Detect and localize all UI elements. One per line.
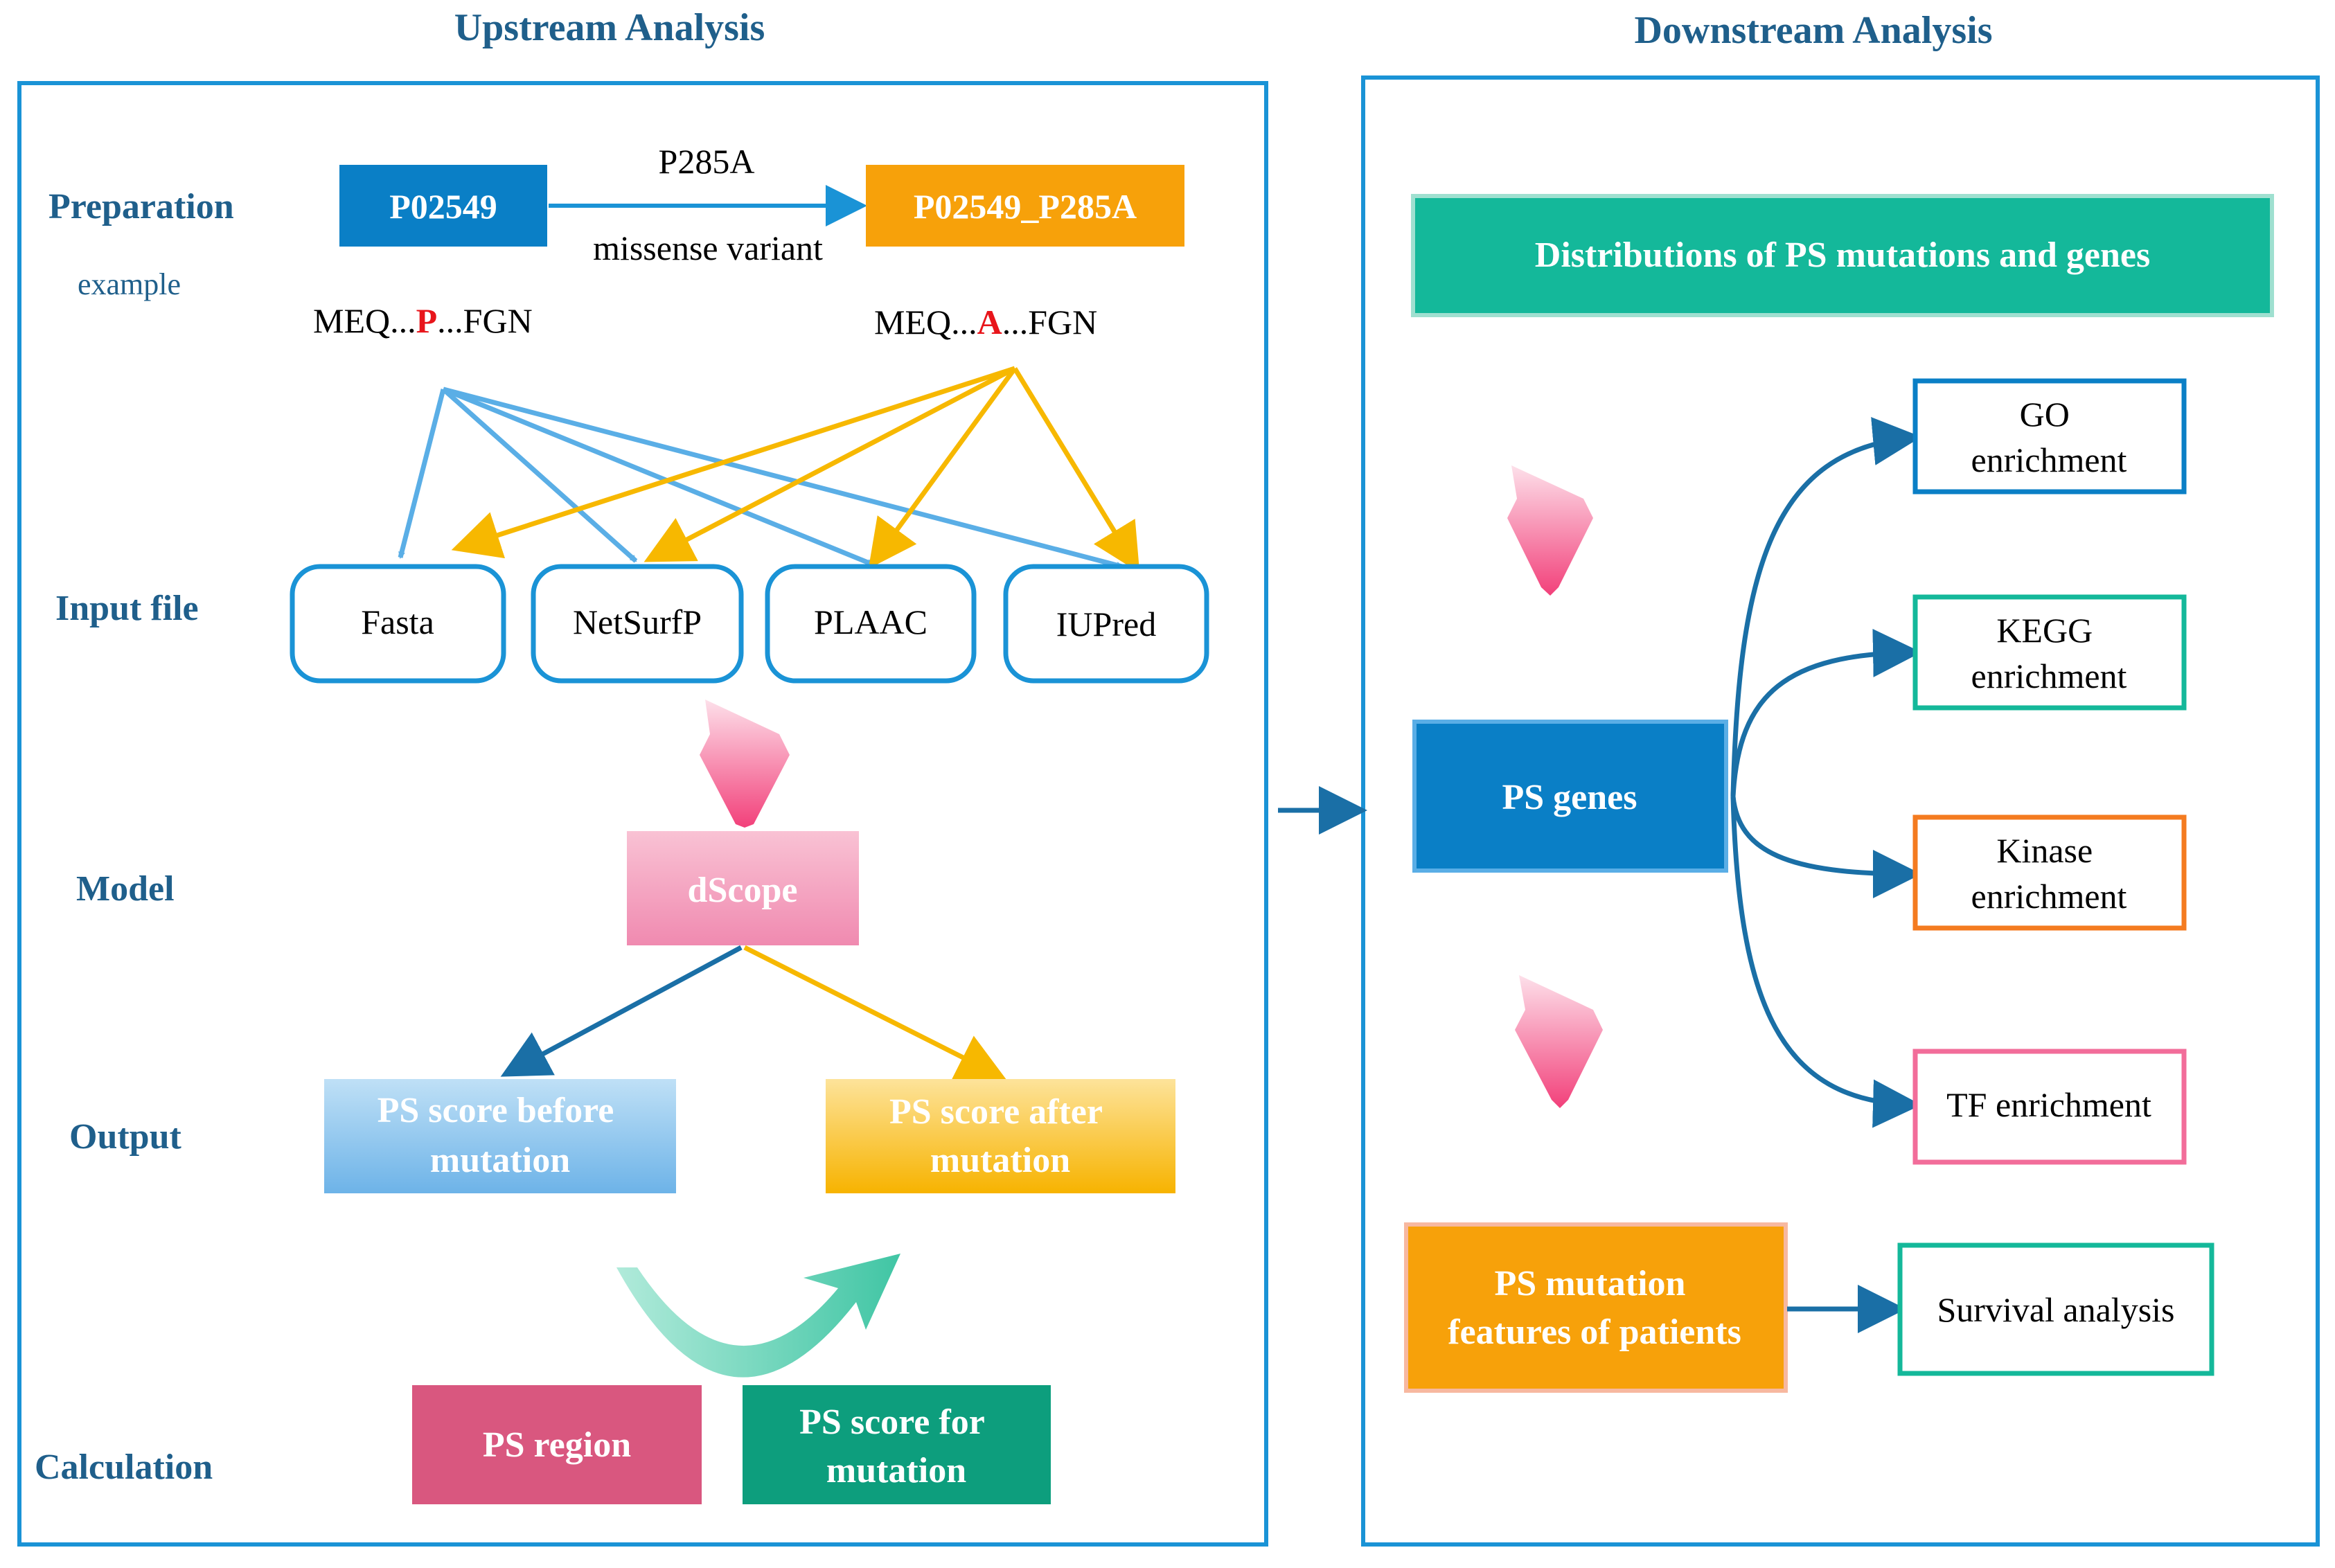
model-to-after-arrow [743,945,1006,1080]
input-file-label: IUPred [1056,605,1156,643]
model-to-before-arrow [500,945,743,1077]
svg-text:TF enrichment: TF enrichment [1946,1085,2151,1124]
input-file-iupred: IUPred [1003,564,1209,684]
model-label: dScope [688,871,798,910]
source-protein-box [339,165,547,247]
output-before-label: PS score before mutation [378,1091,623,1180]
svg-text:Kinase enrichment: Kinase enrichment [1971,831,2127,916]
curved-teal-arrow [616,1254,900,1378]
pink-chevron-arrow-upper [1507,465,1593,596]
model-box [627,831,859,945]
input-file-label: NetSurfP [573,603,702,641]
survival-analysis-box: Survival analysis [1897,1242,2214,1376]
kegg-enrichment-box: KEGG enrichment [1912,594,2187,711]
output-after-box [826,1079,1175,1193]
target-protein-box [866,165,1184,247]
downstream-title: Downstream Analysis [1634,9,1992,52]
sequence-before: MEQ...P...FGN [313,301,533,340]
output-after-label: PS score after mutation [889,1092,1111,1180]
svg-text:Survival analysis: Survival analysis [1937,1290,2174,1329]
sequence-after-arrows [451,366,1140,573]
label-input-file: Input file [55,589,199,628]
ps-genes-box [1412,720,1728,873]
input-file-fasta: Fasta [290,564,506,684]
patient-features-label: PS mutation features of patients [1448,1264,1741,1352]
output-before-box [324,1079,676,1193]
patient-features-box [1404,1222,1788,1393]
sequence-after: MEQ...A...FGN [874,303,1097,341]
label-calculation: Calculation [35,1447,213,1487]
ps-score-mutation-box [743,1385,1051,1504]
tf-enrichment-box: TF enrichment [1912,1049,2187,1165]
enrichment-branch-arrows [1730,417,1921,1128]
kinase-enrichment-box: Kinase enrichment [1912,814,2187,931]
ps-genes-label: PS genes [1502,778,1637,817]
target-protein-id: P02549_P285A [914,187,1137,226]
input-file-netsurfp: NetSurfP [531,564,744,684]
distributions-box [1411,194,2274,317]
svg-text:GO enrichment: GO enrichment [1971,395,2127,479]
input-file-label: Fasta [361,603,434,641]
mutation-label: P285A [659,142,755,181]
upstream-frame [17,81,1268,1547]
pink-chevron-arrow [700,700,790,828]
label-preparation: Preparation [48,187,234,226]
label-model: Model [76,869,175,909]
label-output: Output [69,1117,182,1157]
distributions-label: Distributions of PS mutations and genes [1535,235,2150,275]
input-file-plaac: PLAAC [765,564,977,684]
go-enrichment-box: GO enrichment [1912,378,2187,495]
source-protein-id: P02549 [389,187,497,226]
ps-score-mutation-label: PS score for mutation [799,1402,993,1490]
upstream-title: Upstream Analysis [454,6,765,49]
ps-region-label: PS region [483,1425,631,1465]
sequence-before-arrows [398,386,1124,569]
variant-type-label: missense variant [593,229,823,267]
ps-region-box [412,1385,702,1504]
pink-chevron-arrow-lower [1515,975,1603,1108]
svg-text:KEGG enrichment: KEGG enrichment [1971,611,2127,695]
input-file-label: PLAAC [814,603,927,641]
label-example: example [78,267,181,301]
